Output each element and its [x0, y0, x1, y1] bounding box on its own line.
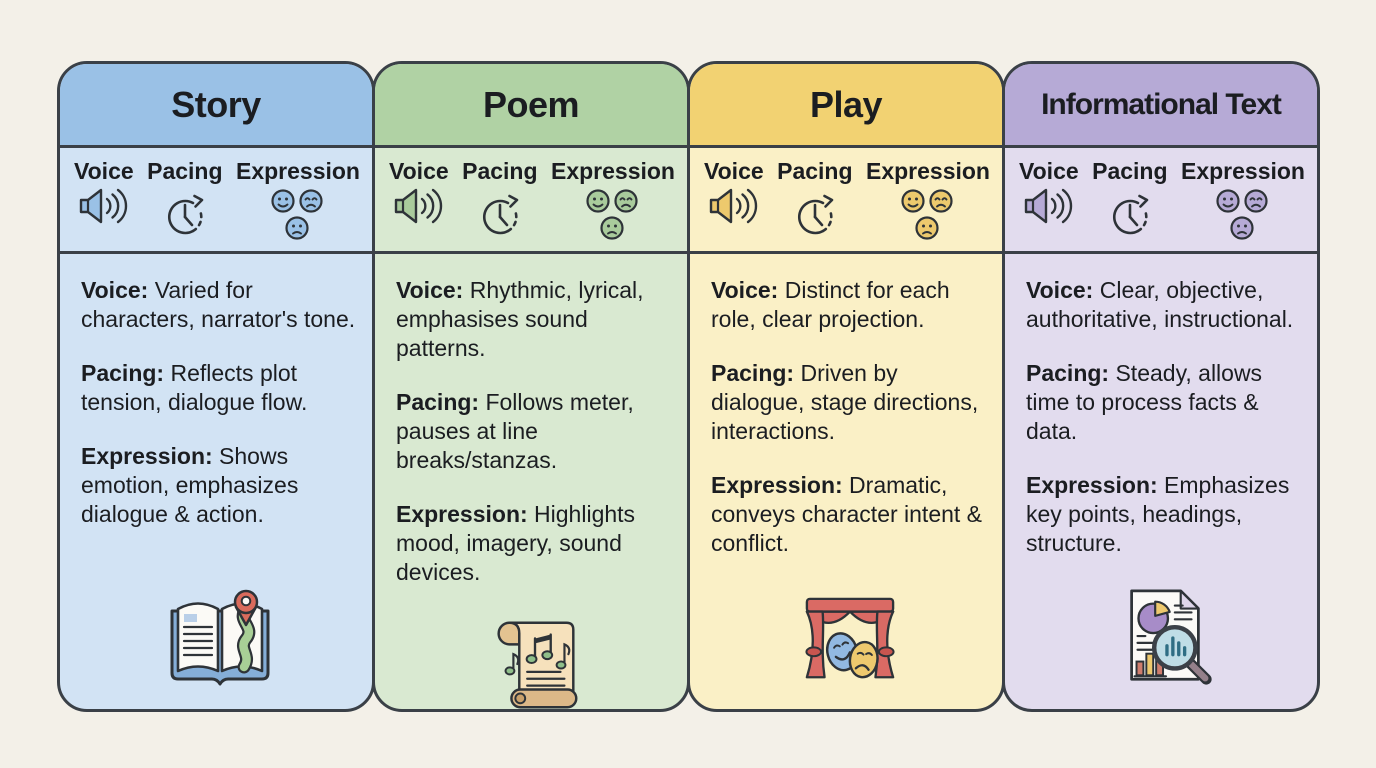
column-title: Informational Text [1041, 87, 1282, 121]
expression-label: Expression [550, 158, 675, 184]
expression-faces-icon [271, 189, 323, 240]
voice-term: Voice: [81, 277, 149, 303]
expression-term: Expression: [396, 500, 528, 527]
voice-label: Voice [1019, 158, 1079, 184]
voice-attribute: Voice [389, 158, 449, 226]
pacing-description: Pacing: Follows meter, pauses at line br… [396, 388, 673, 475]
column-title: Story [171, 83, 261, 125]
expression-description: Expression: Dramatic, conveys character … [711, 471, 988, 558]
pacing-text: Steady, allows time to process facts & d… [1026, 359, 1263, 444]
expression-faces-icon [1216, 189, 1268, 240]
pacing-text: Follows meter, pauses at line breaks/sta… [396, 388, 634, 473]
voice-attribute: Voice [74, 158, 134, 226]
pacing-label: Pacing [147, 158, 223, 184]
expression-description: Expression: Shows emotion, emphasizes di… [81, 442, 358, 529]
expression-description: Expression: Emphasizes key points, headi… [1026, 471, 1303, 558]
column-informational-text: Informational Text Voice Pacing Expressi… [1002, 61, 1320, 712]
scroll-music-notes-icon [480, 612, 590, 709]
expression-attribute: Expression [866, 158, 990, 240]
column-body: Voice: Rhythmic, lyrical, emphasises sou… [375, 254, 687, 709]
column-body: Voice: Distinct for each role, clear pro… [690, 254, 1002, 709]
expression-text: Shows emotion, emphasizes dialogue & act… [81, 442, 299, 527]
expression-label: Expression [235, 158, 360, 184]
expression-label: Expression [865, 158, 990, 184]
pacing-term: Pacing: [1026, 359, 1110, 386]
expression-faces-icon [586, 189, 638, 240]
column-header: Play [690, 64, 1002, 148]
open-book-map-pin-icon [158, 587, 282, 695]
speaker-icon [79, 188, 128, 224]
pacing-label: Pacing [777, 158, 853, 184]
expression-term: Expression: [711, 471, 843, 498]
voice-description: Voice: Rhythmic, lyrical, emphasises sou… [396, 276, 673, 363]
column-title: Play [809, 83, 883, 125]
voice-attribute: Voice [704, 158, 764, 226]
expression-description: Expression: Highlights mood, imagery, so… [396, 500, 673, 587]
pacing-term: Pacing: [396, 388, 480, 415]
column-body: Voice: Clear, objective, authoritative, … [1005, 254, 1317, 711]
expression-label: Expression [1180, 158, 1305, 184]
column-play: Play Voice Pacing Expression Voice: Dist… [687, 61, 1005, 712]
column-poem: Poem Voice Pacing Expression Voice: Rhyt… [372, 61, 690, 712]
pacing-attribute: Pacing [462, 158, 538, 236]
expression-attribute: Expression [1181, 158, 1305, 240]
expression-term: Expression: [1026, 471, 1158, 498]
clock-refresh-icon [482, 194, 519, 235]
speaker-icon [709, 188, 758, 224]
voice-attribute: Voice [1019, 158, 1079, 226]
voice-label: Voice [704, 158, 764, 184]
attribute-row: Voice Pacing Expression [375, 148, 687, 254]
voice-label: Voice [389, 158, 449, 184]
voice-label: Voice [74, 158, 134, 184]
attribute-row: Voice Pacing Expression [1005, 148, 1317, 254]
voice-text: Varied for characters, narrator's tone. [81, 277, 356, 332]
clock-refresh-icon [167, 194, 204, 235]
expression-text: Highlights mood, imagery, sound devices. [396, 500, 636, 585]
pacing-text: Reflects plot tension, dialogue flow. [81, 359, 308, 415]
pacing-label: Pacing [1092, 158, 1168, 184]
voice-description: Voice: Varied for characters, narrator's… [81, 276, 358, 334]
voice-term: Voice: [396, 277, 464, 303]
voice-text: Rhythmic, lyrical, emphasises sound patt… [396, 277, 644, 361]
expression-faces-icon [901, 189, 953, 240]
speaker-icon [1024, 188, 1073, 224]
expression-text: Emphasizes key points, headings, structu… [1026, 471, 1290, 556]
attribute-row: Voice Pacing Expression [60, 148, 372, 254]
column-header: Story [60, 64, 372, 148]
expression-text: Dramatic, conveys character intent & con… [711, 471, 983, 556]
pacing-attribute: Pacing [1092, 158, 1168, 236]
expression-term: Expression: [81, 442, 213, 469]
column-story: Story Voice Pacing Expression Voice: Var… [57, 61, 375, 712]
expression-attribute: Expression [551, 158, 675, 240]
voice-description: Voice: Clear, objective, authoritative, … [1026, 276, 1303, 334]
speaker-icon [394, 188, 443, 224]
pacing-description: Pacing: Reflects plot tension, dialogue … [81, 359, 358, 417]
pacing-attribute: Pacing [777, 158, 853, 236]
pacing-term: Pacing: [81, 359, 165, 386]
comparison-board: Story Voice Pacing Expression Voice: Var… [57, 61, 1320, 712]
pacing-term: Pacing: [711, 359, 795, 386]
pacing-attribute: Pacing [147, 158, 223, 236]
attribute-row: Voice Pacing Expression [690, 148, 1002, 254]
voice-text: Distinct for each role, clear projection… [711, 277, 950, 332]
column-title: Poem [482, 83, 580, 125]
column-header: Informational Text [1005, 64, 1317, 148]
voice-description: Voice: Distinct for each role, clear pro… [711, 276, 988, 334]
pacing-description: Pacing: Driven by dialogue, stage direct… [711, 359, 988, 446]
pacing-label: Pacing [462, 158, 538, 184]
clock-refresh-icon [1112, 194, 1149, 235]
expression-attribute: Expression [236, 158, 360, 240]
voice-term: Voice: [711, 277, 779, 303]
clock-refresh-icon [797, 194, 834, 235]
theater-curtain-masks-icon [795, 593, 905, 695]
pacing-description: Pacing: Steady, allows time to process f… [1026, 359, 1303, 446]
document-magnifier-chart-icon [1109, 583, 1221, 697]
pacing-text: Driven by dialogue, stage directions, in… [711, 359, 979, 444]
voice-text: Clear, objective, authoritative, instruc… [1026, 277, 1294, 332]
column-header: Poem [375, 64, 687, 148]
voice-term: Voice: [1026, 277, 1094, 303]
column-body: Voice: Varied for characters, narrator's… [60, 254, 372, 709]
